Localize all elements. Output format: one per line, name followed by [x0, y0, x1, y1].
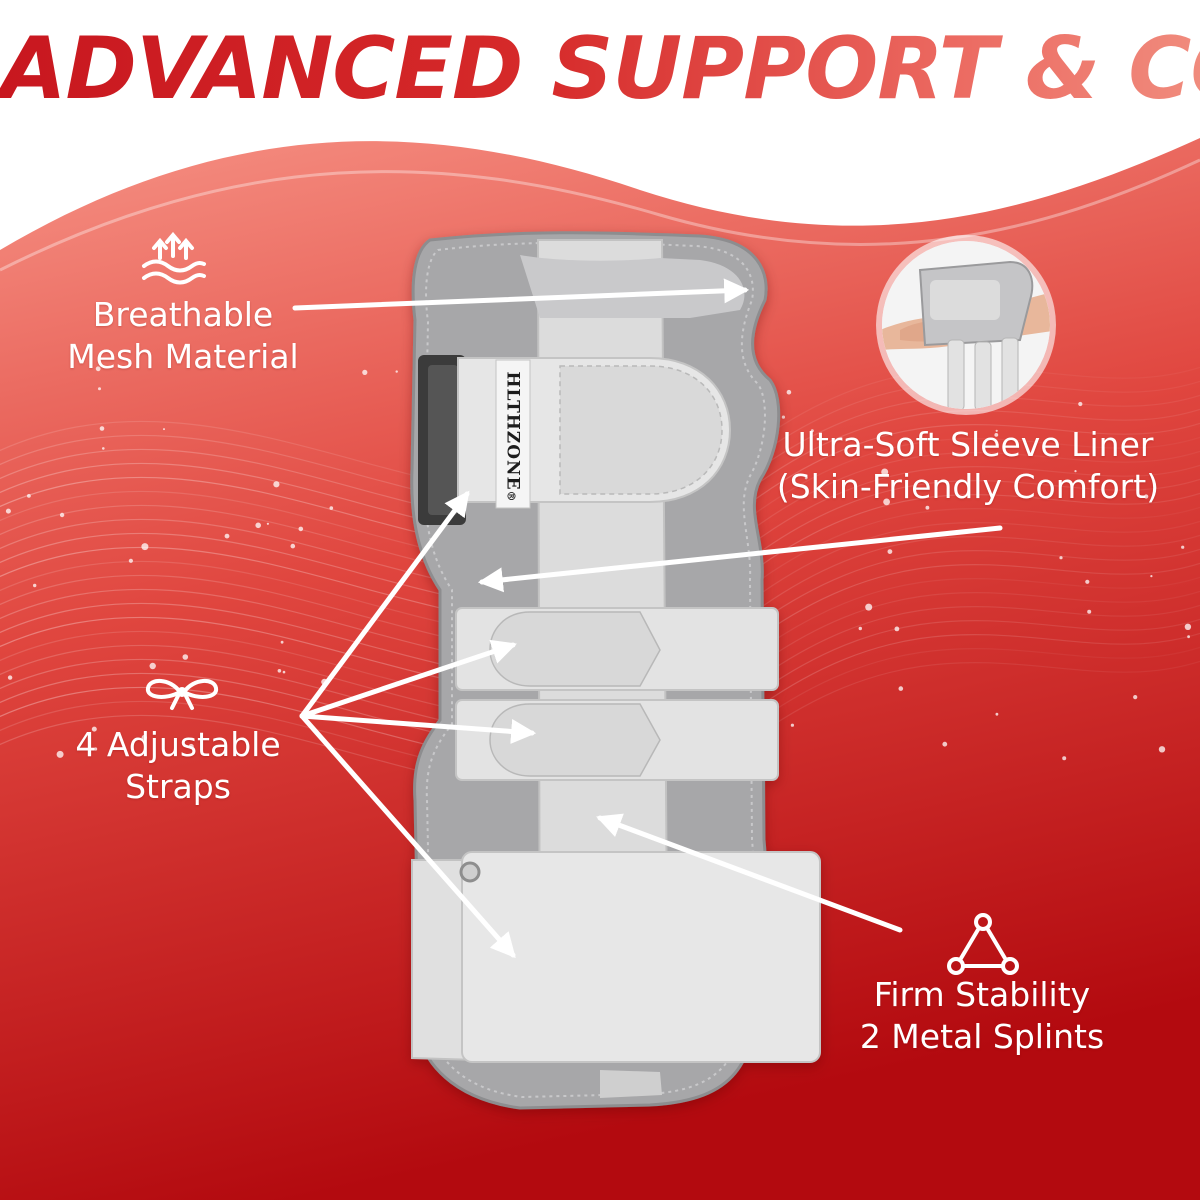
headline: ADVANCED SUPPORT & COMFORT — [0, 14, 1200, 124]
sparkle-dot — [5, 508, 11, 514]
sparkle-dot — [804, 476, 808, 480]
mesh-top-panel — [520, 255, 745, 318]
bow-strap-icon — [145, 679, 219, 710]
label-breathable: Breathable Mesh Material — [40, 294, 326, 378]
sparkle-dot — [128, 558, 133, 563]
liner-line1: Ultra-Soft Sleeve Liner — [782, 425, 1154, 464]
sparkle-dot — [224, 533, 230, 539]
arrow-strap-1 — [299, 490, 470, 719]
sparkle-dot — [898, 686, 904, 691]
sparkle-dot — [280, 640, 284, 644]
sparkle-dot — [883, 498, 890, 506]
sparkle-dot — [141, 734, 147, 741]
breathable-waves-icon — [142, 232, 206, 285]
sparkle-dot — [395, 370, 398, 373]
label-splints: Firm Stability 2 Metal Splints — [830, 974, 1134, 1058]
arrow-strap-4 — [299, 713, 516, 959]
sparkle-dot — [894, 626, 900, 632]
sparkle-dot — [298, 526, 304, 532]
sparkle-dot — [98, 387, 101, 391]
arrow-strap-2 — [299, 639, 517, 719]
arrow-breathable — [292, 278, 750, 311]
sparkle-dot — [273, 481, 280, 488]
sparkle-dot — [781, 415, 786, 419]
sparkle-dot — [1150, 575, 1153, 578]
sparkle-dot — [925, 505, 930, 510]
sparkle-dot — [33, 583, 37, 588]
sparkle-dot — [141, 543, 149, 551]
liner-line2: (Skin-Friendly Comfort) — [776, 467, 1160, 506]
sparkle-dot — [59, 512, 65, 518]
sparkle-dot — [94, 747, 98, 751]
sparkle-dot — [149, 662, 156, 670]
sparkle-dot — [163, 428, 165, 431]
breathable-line1: Breathable — [92, 295, 274, 334]
sparkle-dot — [1144, 494, 1149, 499]
sparkle-dot — [91, 726, 97, 732]
splints-line1: Firm Stability — [873, 975, 1091, 1014]
arrow-strap-3 — [299, 713, 537, 744]
sparkle-dot — [266, 522, 269, 525]
sparkle-dot — [102, 447, 105, 450]
sparkle-dot — [995, 712, 999, 716]
sparkle-dot — [1074, 470, 1077, 473]
sparkle-dot — [995, 429, 998, 432]
sparkle-dot — [786, 389, 792, 395]
brand-tag — [495, 359, 531, 509]
sparkle-dot — [1133, 695, 1138, 700]
sparkle-dot — [1062, 756, 1067, 761]
sparkle-dot — [1158, 746, 1166, 753]
sparkle-dot — [1181, 545, 1185, 549]
sparkle-dot — [95, 366, 101, 372]
sparkle-dot — [1184, 623, 1192, 630]
sparkle-dot — [188, 743, 194, 750]
sparkle-dot — [790, 723, 795, 727]
breathable-line2: Mesh Material — [67, 337, 299, 376]
sparkle-dot — [182, 654, 189, 660]
sparkle-dot — [1187, 635, 1190, 639]
sparkle-dot — [1085, 579, 1090, 584]
arrow-splints — [596, 813, 903, 933]
arrow-liner — [477, 525, 1003, 593]
sparkle-dot — [255, 522, 261, 529]
sparkle-dot — [810, 429, 814, 433]
splints-line2: 2 Metal Splints — [859, 1017, 1105, 1056]
sparkle-dot — [277, 669, 282, 673]
sparkle-dot — [942, 741, 948, 747]
sparkle-dot — [858, 626, 862, 631]
sparkle-dot — [282, 670, 286, 674]
straps-line1: 4 Adjustable — [75, 725, 281, 764]
sparkle-dot — [1059, 556, 1063, 560]
sparkle-dot — [887, 549, 893, 554]
sparkle-dot — [27, 494, 31, 498]
triangle-nodes-icon — [947, 913, 1019, 975]
label-straps: 4 Adjustable Straps — [40, 724, 316, 808]
sparkle-dot — [56, 750, 64, 758]
sparkle-dot — [362, 369, 368, 375]
sparkle-dot — [865, 603, 873, 611]
label-liner: Ultra-Soft Sleeve Liner (Skin-Friendly C… — [752, 424, 1184, 508]
sparkle-dot — [994, 433, 999, 437]
straps-line2: Straps — [125, 767, 231, 806]
sparkle-dot — [1087, 609, 1092, 614]
sparkle-dot — [290, 543, 296, 549]
sparkle-dot — [1078, 401, 1083, 407]
sparkle-dot — [881, 468, 889, 476]
sparkle-dot — [7, 675, 13, 680]
sparkle-dot — [99, 426, 105, 431]
sparkle-dot — [329, 506, 334, 510]
